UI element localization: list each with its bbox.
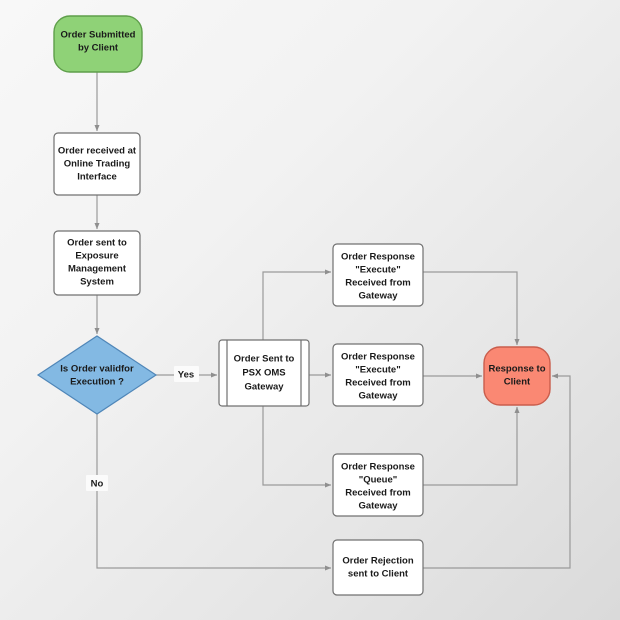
- node-response-line-0: Response to: [488, 364, 545, 375]
- node-start-line-0: Order Submitted: [61, 30, 136, 41]
- node-interface-line-0: Order received at: [58, 146, 137, 157]
- node-response-queue[interactable]: Order Response "Queue" Received from Gat…: [332, 453, 424, 517]
- node-queue-line-2: Received from: [345, 488, 410, 499]
- edge-label-no-text: No: [91, 479, 104, 490]
- edge-decision-no-to-rejection: [96, 414, 332, 571]
- node-response-line-1: Client: [504, 377, 531, 388]
- node-order-valid-decision[interactable]: Is Order validfor Execution ?: [36, 335, 158, 415]
- node-queue-line-0: Order Response: [341, 462, 415, 473]
- edge-label-no: No: [86, 475, 108, 491]
- node-gateway-line-0: Order Sent to: [234, 354, 295, 365]
- node-psx-oms-gateway[interactable]: Order Sent to PSX OMS Gateway: [218, 339, 310, 407]
- node-exposure-line-3: System: [80, 277, 114, 288]
- node-exec-mid-line-1: "Execute": [355, 365, 400, 376]
- edge-gateway-to-queue: [262, 406, 332, 488]
- node-exec-mid-line-3: Gateway: [358, 391, 398, 402]
- node-response-to-client[interactable]: Response to Client: [483, 346, 551, 406]
- node-decision-line-1: Execution ?: [70, 377, 124, 388]
- node-start[interactable]: Order Submitted by Client: [53, 15, 143, 73]
- edge-rejection-to-response: [423, 373, 571, 569]
- node-online-trading-interface[interactable]: Order received at Online Trading Interfa…: [53, 132, 141, 196]
- edge-layer: [94, 72, 571, 571]
- node-exposure-line-0: Order sent to: [67, 238, 127, 249]
- edge-label-yes-text: Yes: [178, 370, 194, 381]
- node-exposure-line-2: Management: [68, 264, 127, 275]
- node-exec-top-line-1: "Execute": [355, 265, 400, 276]
- node-exposure-line-1: Exposure: [75, 251, 118, 262]
- node-decision-line-0: Is Order validfor: [60, 364, 134, 375]
- node-exposure-management-system[interactable]: Order sent to Exposure Management System: [53, 230, 141, 296]
- node-queue-line-3: Gateway: [358, 501, 398, 512]
- node-order-rejection[interactable]: Order Rejection sent to Client: [332, 539, 424, 596]
- node-exec-mid-line-0: Order Response: [341, 352, 415, 363]
- node-gateway-line-2: Gateway: [244, 382, 284, 393]
- edge-execute-top-to-response: [423, 271, 520, 346]
- node-exec-top-line-0: Order Response: [341, 252, 415, 263]
- node-gateway-line-1: PSX OMS: [242, 368, 285, 379]
- node-exec-top-line-2: Received from: [345, 278, 410, 289]
- node-rejection-line-0: Order Rejection: [342, 556, 413, 567]
- edge-queue-to-response: [423, 406, 520, 486]
- node-rejection-line-1: sent to Client: [348, 569, 409, 580]
- node-interface-line-1: Online Trading: [64, 159, 131, 170]
- node-queue-line-1: "Queue": [359, 475, 398, 486]
- node-response-execute-middle[interactable]: Order Response "Execute" Received from G…: [332, 343, 424, 407]
- edge-gateway-to-execute-top: [262, 269, 332, 340]
- node-response-execute-top[interactable]: Order Response "Execute" Received from G…: [332, 243, 424, 307]
- node-interface-line-2: Interface: [77, 172, 117, 183]
- node-start-line-1: by Client: [78, 43, 119, 54]
- node-exec-mid-line-2: Received from: [345, 378, 410, 389]
- node-exec-top-line-3: Gateway: [358, 291, 398, 302]
- edge-label-yes: Yes: [174, 366, 199, 382]
